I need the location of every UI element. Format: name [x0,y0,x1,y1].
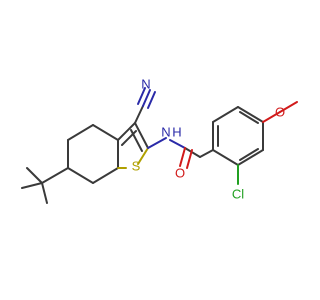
atom-labels: N N H S O O Cl [132,77,285,202]
bond [41,182,48,204]
bond [147,137,167,149]
bond [92,167,119,184]
bond-double [239,111,259,124]
bond [67,167,94,184]
atom-o-carbonyl: O [175,166,185,181]
bond [21,182,43,189]
bond [199,149,214,158]
bond-triple [137,87,146,105]
bond-double [179,147,186,167]
bond [41,167,69,184]
bond [237,106,264,123]
bond-double [130,129,143,152]
bond [212,106,239,123]
bond-double [239,148,259,161]
bond-triple [142,89,151,107]
atom-h-amide: H [172,125,181,140]
molecule-structure: N N H S O O Cl [21,77,298,204]
atom-n-cyano: N [141,77,150,92]
bond [134,105,144,124]
bond [212,149,239,166]
bond [184,147,201,158]
atom-cl: Cl [232,187,244,202]
bond [169,139,186,149]
atom-o-methoxy: O [275,105,285,120]
bond [262,111,281,123]
atom-s-thiophene: S [132,159,141,174]
bond-triple [147,91,156,109]
bond [117,122,136,141]
bonds [21,87,298,204]
bond [26,167,43,184]
bond-double [186,149,193,169]
bond [279,101,298,113]
bond [134,122,149,149]
atom-n-amide: N [161,125,170,140]
bond [67,124,94,141]
bond [92,124,119,141]
bond [237,149,264,166]
bond [137,147,149,165]
